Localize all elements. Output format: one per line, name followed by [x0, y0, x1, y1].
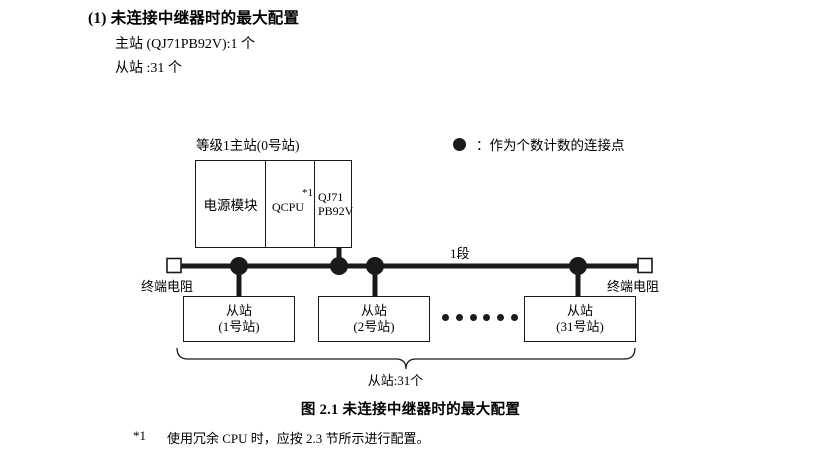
connection-point-master	[330, 257, 348, 275]
footnote-text: 使用冗余 CPU 时，应按 2.3 节所示进行配置。	[167, 431, 430, 446]
legend-label: ：作为个数计数的连接点	[476, 138, 625, 153]
figure-caption: 图 2.1 未连接中继器时的最大配置	[300, 402, 521, 418]
ellipsis-dot	[455, 314, 463, 321]
terminal-resistor-right-label: 终端电阻	[607, 279, 660, 294]
footnote: *1 使用冗余 CPU 时，应按 2.3 节所示进行配置。	[133, 428, 430, 447]
qcpu-module-cell: QCPU *1	[266, 161, 315, 247]
qcpu-label: QCPU	[271, 199, 304, 214]
qj71pb92v-label-line1: QJ71	[318, 190, 344, 204]
slave-station-title-2: 从站	[360, 303, 387, 318]
power-supply-module-cell: 电源模块	[196, 161, 266, 247]
ellipsis-dot	[469, 314, 477, 321]
slave-station-number-1: (1号站)	[218, 319, 260, 334]
slave-station-number-31: (31号站)	[556, 319, 604, 334]
slave-station-number-2: (2号站)	[353, 319, 395, 334]
legend: ：作为个数计数的连接点	[453, 134, 625, 154]
slave-group-brace	[176, 347, 636, 370]
ellipsis-dot	[442, 314, 449, 321]
connection-point-slave-31	[569, 257, 587, 275]
terminal-resistor-left-icon	[166, 257, 182, 274]
section-title: 未连接中继器时的最大配置	[110, 10, 300, 27]
slave-station-box-31: 从站 (31号站)	[524, 296, 636, 342]
filled-circle-icon	[453, 137, 466, 151]
slave-station-title-1: 从站	[225, 303, 252, 318]
terminal-resistor-left-label: 终端电阻	[141, 279, 194, 294]
footnote-marker: *1	[133, 428, 146, 443]
slave-station-title-31: 从站	[566, 303, 593, 318]
spec-master-station: 主站 (QJ71PB92V):1 个	[115, 37, 256, 52]
heading-section: (1) 未连接中继器时的最大配置 主站 (QJ71PB92V):1 个 从站 :…	[88, 8, 708, 80]
slave-station-box-1: 从站 (1号站)	[183, 296, 295, 342]
ellipsis-dot	[510, 314, 518, 321]
segment-label: 1段	[450, 246, 470, 261]
slave-group-caption-wrapper: 从站:31个	[0, 370, 821, 389]
ellipsis-dots-icon	[442, 314, 518, 321]
slave-group-caption: 从站:31个	[367, 373, 424, 388]
master-station-label: 等级1主站(0号站)	[196, 138, 300, 153]
power-supply-module-label: 电源模块	[203, 198, 258, 213]
ellipsis-dot	[483, 314, 491, 321]
slave-station-box-2: 从站 (2号站)	[318, 296, 430, 342]
section-number: (1)	[88, 10, 107, 27]
qcpu-footnote-marker: *1	[302, 187, 313, 199]
connection-point-slave-2	[366, 257, 384, 275]
page-title: (1) 未连接中继器时的最大配置	[88, 8, 708, 30]
qj71pb92v-label-line2: PB92V	[318, 204, 354, 218]
spec-slave-station: 从站 :31 个	[115, 61, 182, 76]
terminal-resistor-right-icon	[637, 257, 653, 274]
ellipsis-dot	[497, 314, 505, 321]
connection-point-slave-1	[230, 257, 248, 275]
